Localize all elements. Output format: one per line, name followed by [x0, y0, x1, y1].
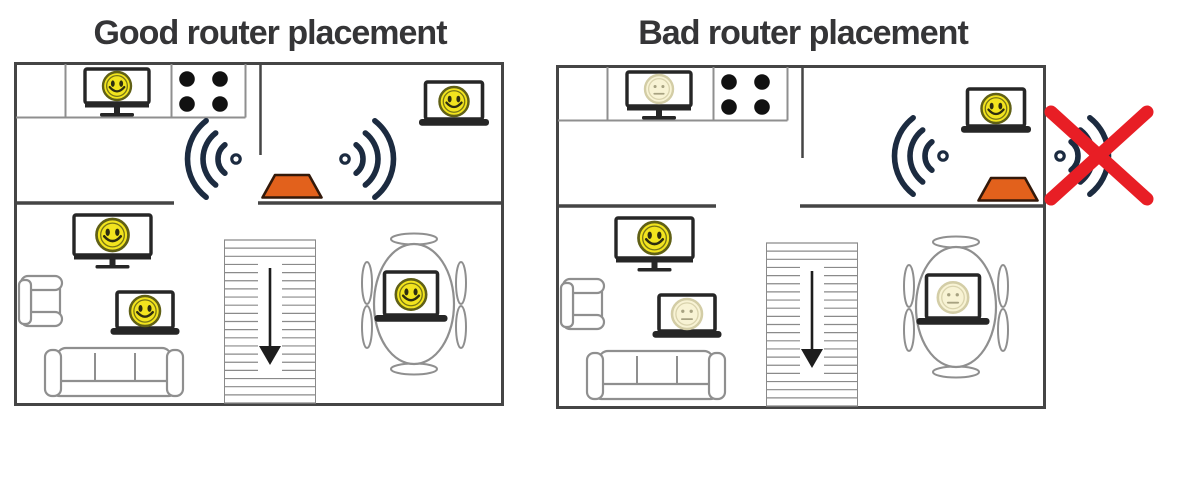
- router-icon: [977, 176, 1039, 202]
- kitchen-tv-icon: [83, 67, 151, 117]
- router-icon: [261, 173, 323, 199]
- blocked-signal-cross-icon: [1044, 105, 1154, 206]
- stove-icon: [721, 74, 770, 115]
- smiley-face-icon-happy: [438, 85, 470, 118]
- smiley-face-icon-happy: [637, 220, 672, 256]
- dining-chair: [932, 365, 980, 379]
- armchair: [559, 277, 606, 331]
- panel-bad-placement: Bad router placement: [556, 0, 1156, 420]
- kitchen-counter: [558, 67, 789, 122]
- smiley-face-icon-happy: [980, 92, 1012, 125]
- panel-good-placement: Good router placement: [14, 0, 614, 420]
- dining-chair: [390, 362, 438, 376]
- living-room-laptop-icon: [652, 293, 722, 338]
- bad-placement-title: Bad router placement: [638, 14, 969, 52]
- sofa: [43, 346, 185, 398]
- dining-table-laptop-icon: [374, 270, 448, 322]
- dining-chair: [997, 308, 1009, 352]
- staircase: [224, 239, 316, 404]
- dining-chair: [361, 305, 373, 349]
- dining-chair: [903, 264, 915, 308]
- good-floorplan: [14, 62, 504, 406]
- smiley-face-icon-happy: [394, 278, 428, 311]
- living-room-tv-icon: [72, 213, 153, 269]
- dining-chair: [390, 232, 438, 246]
- living-room-tv-icon: [614, 216, 695, 272]
- sofa: [585, 349, 727, 401]
- kitchen-counter: [16, 64, 247, 119]
- smiley-face-icon-faded: [936, 281, 970, 314]
- smiley-face-icon-happy: [101, 70, 133, 102]
- dining-table-laptop-icon: [916, 273, 990, 325]
- down-arrow-icon: [259, 268, 281, 365]
- upstairs-laptop-icon: [419, 80, 489, 126]
- wifi-signal-right-icon: [339, 117, 397, 201]
- kitchen-tv-icon: [625, 70, 693, 120]
- interior-walls: [16, 64, 501, 205]
- dining-chair: [455, 305, 467, 349]
- staircase: [766, 242, 858, 407]
- dining-chair: [455, 261, 467, 305]
- smiley-face-icon-happy: [95, 217, 130, 253]
- upstairs-laptop-icon: [961, 87, 1031, 133]
- dining-chair: [997, 264, 1009, 308]
- dining-chair: [932, 235, 980, 249]
- dining-chair: [361, 261, 373, 305]
- wifi-signal-left-icon: [891, 114, 949, 198]
- smiley-face-icon-faded: [670, 297, 704, 331]
- smiley-face-icon-happy: [128, 294, 162, 328]
- bad-floorplan: [556, 65, 1154, 409]
- armchair: [17, 274, 64, 328]
- down-arrow-icon: [801, 271, 823, 368]
- smiley-face-icon-faded: [643, 73, 675, 105]
- good-placement-title: Good router placement: [93, 14, 447, 52]
- stove-icon: [179, 71, 228, 112]
- wifi-signal-left-icon: [184, 117, 242, 201]
- living-room-laptop-icon: [110, 290, 180, 335]
- interior-walls: [558, 67, 1043, 208]
- dining-chair: [903, 308, 915, 352]
